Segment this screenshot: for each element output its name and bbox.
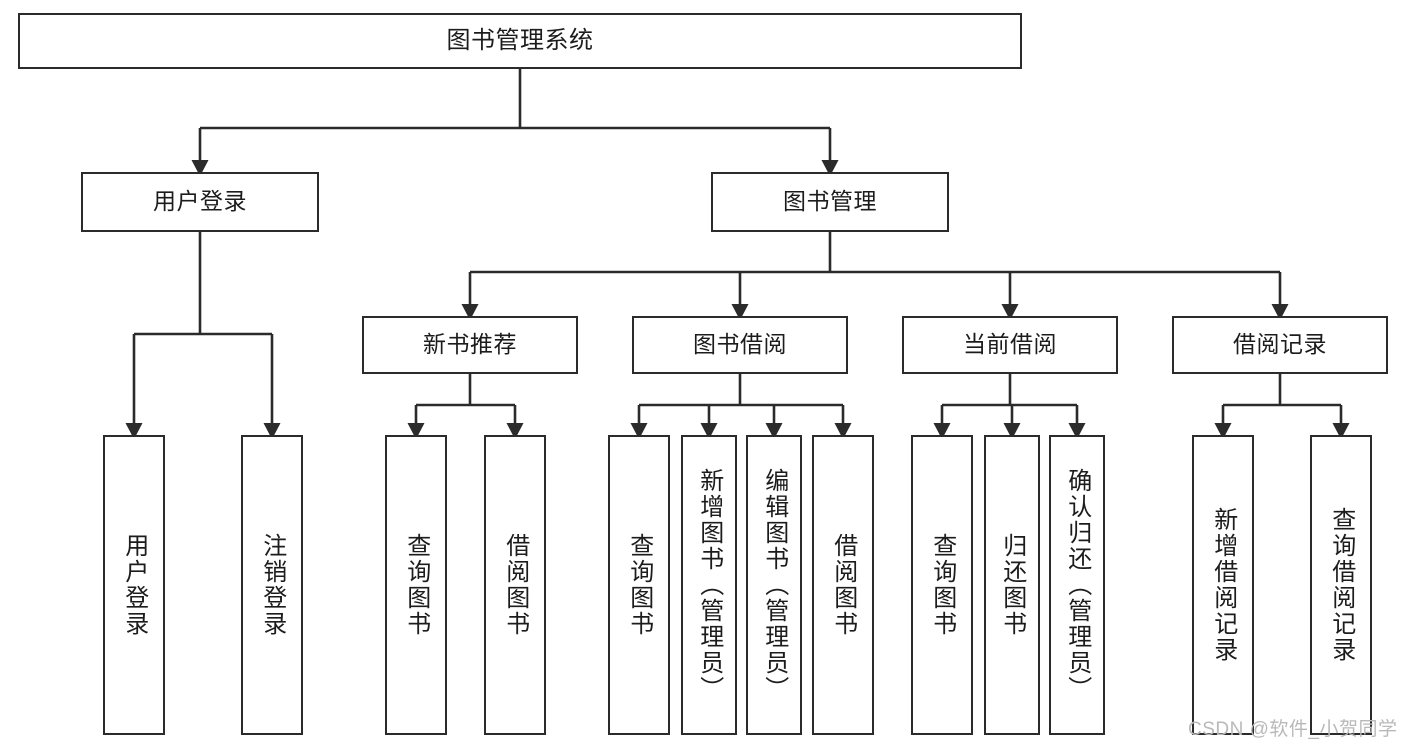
node-leaf-add-record-label: 新增借阅记录 <box>1209 507 1237 663</box>
node-user-login-label: 用户登录 <box>153 188 247 215</box>
node-root[interactable]: 图书管理系统 <box>18 13 1022 69</box>
node-leaf-user-login-label: 用户登录 <box>120 533 148 637</box>
node-borrow-record[interactable]: 借阅记录 <box>1172 316 1388 374</box>
node-leaf-query-book-2-label: 查询图书 <box>625 533 653 637</box>
node-leaf-borrow-book-1[interactable]: 借阅图书 <box>484 435 546 735</box>
node-leaf-logout-label: 注销登录 <box>258 533 286 637</box>
node-leaf-query-book-1-label: 查询图书 <box>402 533 430 637</box>
node-new-book-recommend-label: 新书推荐 <box>423 331 517 358</box>
node-leaf-query-record-label: 查询借阅记录 <box>1327 507 1355 663</box>
node-leaf-borrow-book-1-label: 借阅图书 <box>501 533 529 637</box>
node-leaf-add-record[interactable]: 新增借阅记录 <box>1192 435 1254 735</box>
node-book-borrow-label: 图书借阅 <box>693 331 787 358</box>
node-book-management[interactable]: 图书管理 <box>711 172 949 232</box>
node-leaf-logout[interactable]: 注销登录 <box>241 435 303 735</box>
node-leaf-return-book[interactable]: 归还图书 <box>984 435 1040 735</box>
node-leaf-edit-book[interactable]: 编辑图书（管理员） <box>746 435 802 735</box>
node-leaf-query-record[interactable]: 查询借阅记录 <box>1310 435 1372 735</box>
node-book-borrow[interactable]: 图书借阅 <box>632 316 848 374</box>
node-leaf-query-book-3[interactable]: 查询图书 <box>911 435 973 735</box>
node-leaf-confirm-return-label: 确认归还（管理员） <box>1063 468 1091 702</box>
csdn-watermark: CSDN @软件_小贺同学 <box>1188 719 1398 740</box>
node-user-login[interactable]: 用户登录 <box>81 172 319 232</box>
node-leaf-confirm-return[interactable]: 确认归还（管理员） <box>1049 435 1105 735</box>
node-leaf-add-book-label: 新增图书（管理员） <box>695 468 723 702</box>
node-current-borrow[interactable]: 当前借阅 <box>902 316 1118 374</box>
node-root-label: 图书管理系统 <box>446 26 594 54</box>
node-borrow-record-label: 借阅记录 <box>1233 331 1327 358</box>
node-book-management-label: 图书管理 <box>783 188 877 215</box>
node-leaf-return-book-label: 归还图书 <box>998 533 1026 637</box>
node-leaf-edit-book-label: 编辑图书（管理员） <box>760 468 788 702</box>
node-leaf-query-book-3-label: 查询图书 <box>928 533 956 637</box>
node-leaf-query-book-1[interactable]: 查询图书 <box>385 435 447 735</box>
node-new-book-recommend[interactable]: 新书推荐 <box>362 316 578 374</box>
node-leaf-borrow-book-2-label: 借阅图书 <box>829 533 857 637</box>
node-leaf-user-login[interactable]: 用户登录 <box>103 435 165 735</box>
node-current-borrow-label: 当前借阅 <box>963 331 1057 358</box>
node-leaf-borrow-book-2[interactable]: 借阅图书 <box>812 435 874 735</box>
node-leaf-add-book[interactable]: 新增图书（管理员） <box>681 435 737 735</box>
node-leaf-query-book-2[interactable]: 查询图书 <box>608 435 670 735</box>
